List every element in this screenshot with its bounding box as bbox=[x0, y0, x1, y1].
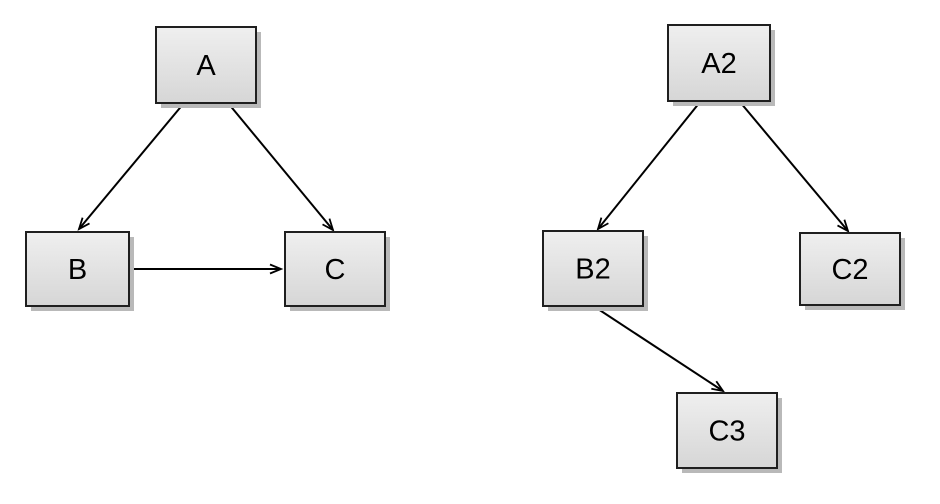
left-graph: A B C bbox=[25, 26, 390, 311]
node-label: A bbox=[196, 50, 216, 82]
node-C[interactable]: C bbox=[284, 231, 390, 311]
node-label: A2 bbox=[701, 48, 736, 80]
node-box bbox=[667, 24, 771, 102]
edge-A-to-B bbox=[77, 102, 185, 231]
node-B[interactable]: B bbox=[25, 231, 134, 311]
node-box bbox=[799, 232, 901, 306]
edge-A-to-C bbox=[227, 102, 335, 232]
node-C2[interactable]: C2 bbox=[799, 232, 905, 310]
node-C3[interactable]: C3 bbox=[676, 392, 782, 473]
node-B2[interactable]: B2 bbox=[542, 230, 648, 311]
node-A2[interactable]: A2 bbox=[667, 24, 775, 106]
node-label: B2 bbox=[575, 254, 610, 286]
node-box bbox=[284, 231, 386, 307]
edge-A2-to-B2 bbox=[596, 101, 701, 231]
node-box bbox=[676, 392, 778, 469]
node-label: C2 bbox=[831, 254, 868, 286]
node-box bbox=[25, 231, 130, 307]
edge-B2-to-C3 bbox=[594, 306, 725, 393]
node-label: B bbox=[68, 254, 87, 286]
node-label: C3 bbox=[708, 416, 745, 448]
edge-A2-to-C2 bbox=[739, 101, 850, 233]
node-A[interactable]: A bbox=[155, 26, 261, 108]
node-box bbox=[155, 26, 257, 104]
node-box bbox=[542, 230, 644, 307]
node-label: C bbox=[325, 254, 346, 286]
